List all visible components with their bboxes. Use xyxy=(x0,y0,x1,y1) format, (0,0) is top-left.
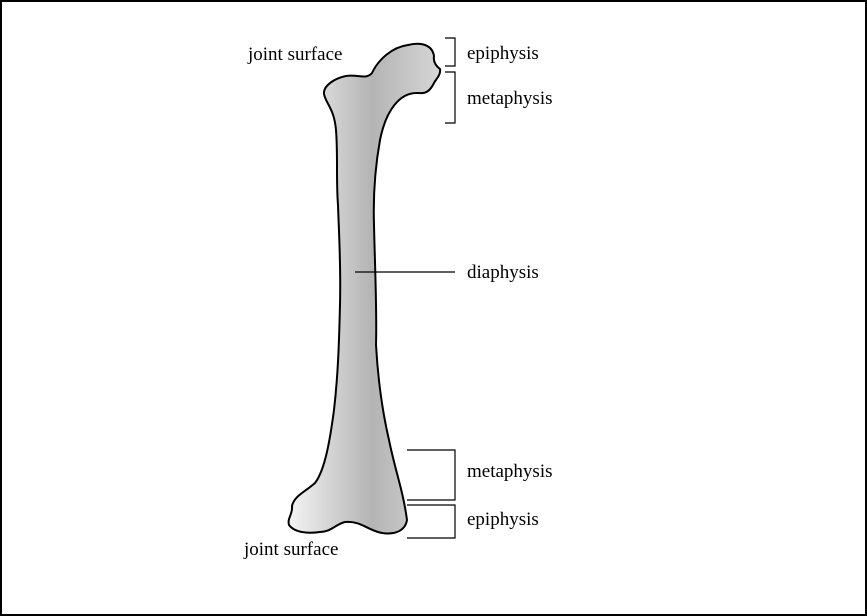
label-diaphysis: diaphysis xyxy=(467,262,539,283)
label-joint-surface-bottom: joint surface xyxy=(243,539,338,560)
label-epiphysis-bottom: epiphysis xyxy=(467,509,539,530)
label-joint-surface-top: joint surface xyxy=(247,44,342,65)
label-metaphysis-top: metaphysis xyxy=(467,88,553,109)
label-metaphysis-bottom: metaphysis xyxy=(467,461,553,482)
label-epiphysis-top: epiphysis xyxy=(467,43,539,64)
